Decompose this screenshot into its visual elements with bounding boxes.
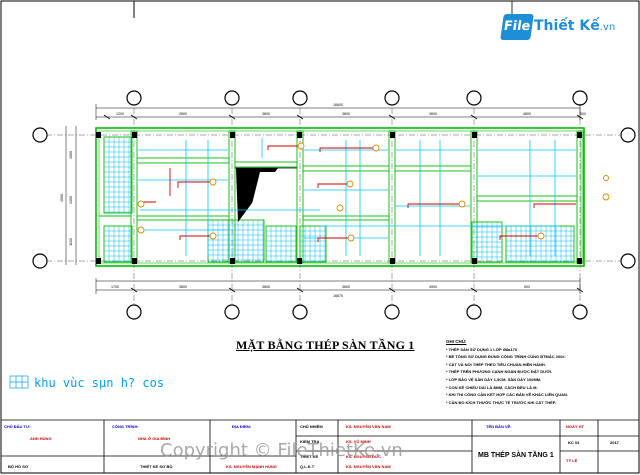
- tb-role-2: KIỂM TRA: [300, 439, 320, 444]
- legend-hatch-box: [9, 375, 29, 389]
- logo-name: Thiết Kế: [534, 18, 600, 34]
- dim-bottom-3: 3800: [262, 285, 270, 289]
- tb-name-2: KS. VŨ MINH: [346, 439, 371, 444]
- dim-bottom-1: 1700: [111, 285, 119, 289]
- dimension-lines: [65, 104, 581, 294]
- tb-project-label: CÔNG TRÌNH:: [112, 424, 139, 429]
- tb-date-label: NGÀY HT: [566, 424, 584, 429]
- dim-top-5: 3600: [429, 112, 437, 116]
- slab-outline-inner: [98, 130, 582, 264]
- tb-owner-value: ANH HÙNG: [30, 436, 52, 441]
- rebar-hooks: [137, 142, 610, 242]
- tb-file-set: BỘ HỒ SƠ: [8, 464, 29, 469]
- dim-left-1: 1500: [69, 151, 73, 159]
- note-item: * KHI THI CÔNG CẦN KẾT HỢP CÁC BẢN VẼ KH…: [446, 392, 569, 398]
- logo-suffix: .vn: [599, 22, 616, 33]
- general-notes: GHI CHÚ: * THÉP SÀN SỬ DỤNG 1 LỚP Ø8a170…: [446, 338, 631, 406]
- dim-top-2: 2800: [179, 112, 187, 116]
- tb-date-value: 2017: [610, 440, 619, 445]
- logo-text: Thiết Kế.vn: [534, 18, 615, 34]
- note-item: * CẦN ĐO KÍCH THƯỚC THỰC TẾ TRƯỚC KHI CẮ…: [446, 399, 557, 405]
- beam-lines: [99, 130, 584, 264]
- dim-bottom-2: 3800: [179, 285, 187, 289]
- dim-left-3: 1100: [69, 238, 73, 246]
- note-item: * CON KÊ CHIỀU DÀI LÀ 8MM, CÁCH ĐỀU LÀ M…: [446, 384, 538, 390]
- notes-heading: GHI CHÚ:: [446, 339, 467, 344]
- tb-name-4: KS. NGUYỄN VĂN NAM: [346, 464, 391, 469]
- drawing-title: MẶT BẰNG THÉP SÀN TẦNG 1: [236, 338, 415, 352]
- filethietke-logo: File Thiết Kế.vn: [500, 12, 634, 44]
- dimension-ticks: [103, 114, 584, 293]
- logo-mark: File: [500, 14, 534, 40]
- dim-top-6: 4800: [523, 112, 531, 116]
- columns: [96, 132, 582, 264]
- dim-top-1: 1200: [116, 112, 124, 116]
- note-item: * CẮT VÀ NỐI THÉP THEO TIÊU CHUẨN HIỆN H…: [446, 361, 546, 367]
- tb-name-1: KS. NGUYỄN VĂN NAM: [346, 424, 391, 429]
- title-block: [1, 419, 639, 473]
- dim-bottom-6: 500: [524, 285, 530, 289]
- note-item: * LỚP BẢO VỆ SÀN DÀY 1,5CM. SÀN DÀY 100M…: [446, 376, 542, 382]
- dim-bottom-4: 3600: [342, 285, 350, 289]
- dimension-text: 16600 1200 2800 3800 3800 3600 4800 500 …: [111, 103, 586, 298]
- tb-footer-name: KS. NGUYỄN MẠNH HÙNG: [226, 464, 277, 469]
- dim-top-7: 500: [580, 112, 586, 116]
- tb-design-phase: THIẾT KẾ SƠ BỘ: [140, 464, 173, 469]
- tb-owner-label: CHỦ ĐẦU TƯ:: [4, 424, 31, 429]
- tb-name-3: KS. NGUYỄN ĐỨC: [346, 454, 382, 459]
- copyright-watermark: Copyright © FileThietKe.vn: [160, 440, 403, 461]
- dim-left-total: 4000: [60, 194, 64, 202]
- axis-bubbles: [32, 90, 636, 320]
- hatch-outlines: [103, 136, 575, 263]
- note-item: * THÉP SÀN SỬ DỤNG 1 LỚP Ø8a170: [446, 346, 518, 352]
- tb-sheet-value: MB THÉP SÀN TẦNG 1: [478, 452, 554, 459]
- rebar-lines: [138, 138, 576, 256]
- legend-label: khu vùc sµn h? cos: [34, 376, 165, 390]
- tb-location-label: ĐỊA ĐIỂM:: [232, 424, 252, 429]
- slab-outline: [95, 127, 585, 267]
- note-item: * BÊ TÔNG SỬ DỤNG ĐÚNG CÔNG TRÌNH CÙNG B…: [446, 354, 566, 360]
- tb-role-4: Q.L.K.T: [300, 464, 315, 469]
- floor-opening-white: [248, 172, 296, 220]
- dim-bottom-5: 4900: [429, 285, 437, 289]
- tb-project-value: NHÀ Ở GIA ĐÌNH: [138, 436, 171, 441]
- tb-sheet-number: KC 03: [568, 440, 580, 445]
- hatch-grids: [104, 137, 574, 262]
- tb-role-1: CHỦ NHIỆM: [300, 424, 323, 429]
- tb-sheet-label: TÊN BẢN VẼ:: [486, 424, 512, 429]
- dimension-text-left: 1500 1350 1100 4000: [60, 151, 73, 246]
- dim-bottom-overall: 16670: [333, 294, 343, 298]
- dim-left-2: 1350: [69, 196, 73, 204]
- note-item: * THÉP TRÊN PHƯƠNG CẠNH NGẮN ĐƯỢC ĐẶT DƯ…: [446, 369, 553, 375]
- tb-ratio-label: TỶ LỆ: [566, 458, 578, 463]
- red-rebar-bars: [141, 145, 576, 242]
- dim-overall: 16600: [333, 103, 343, 107]
- tb-role-3: THIẾT KẾ: [300, 454, 319, 459]
- dim-top-4: 3800: [342, 112, 350, 116]
- dim-top-3: 3800: [262, 112, 270, 116]
